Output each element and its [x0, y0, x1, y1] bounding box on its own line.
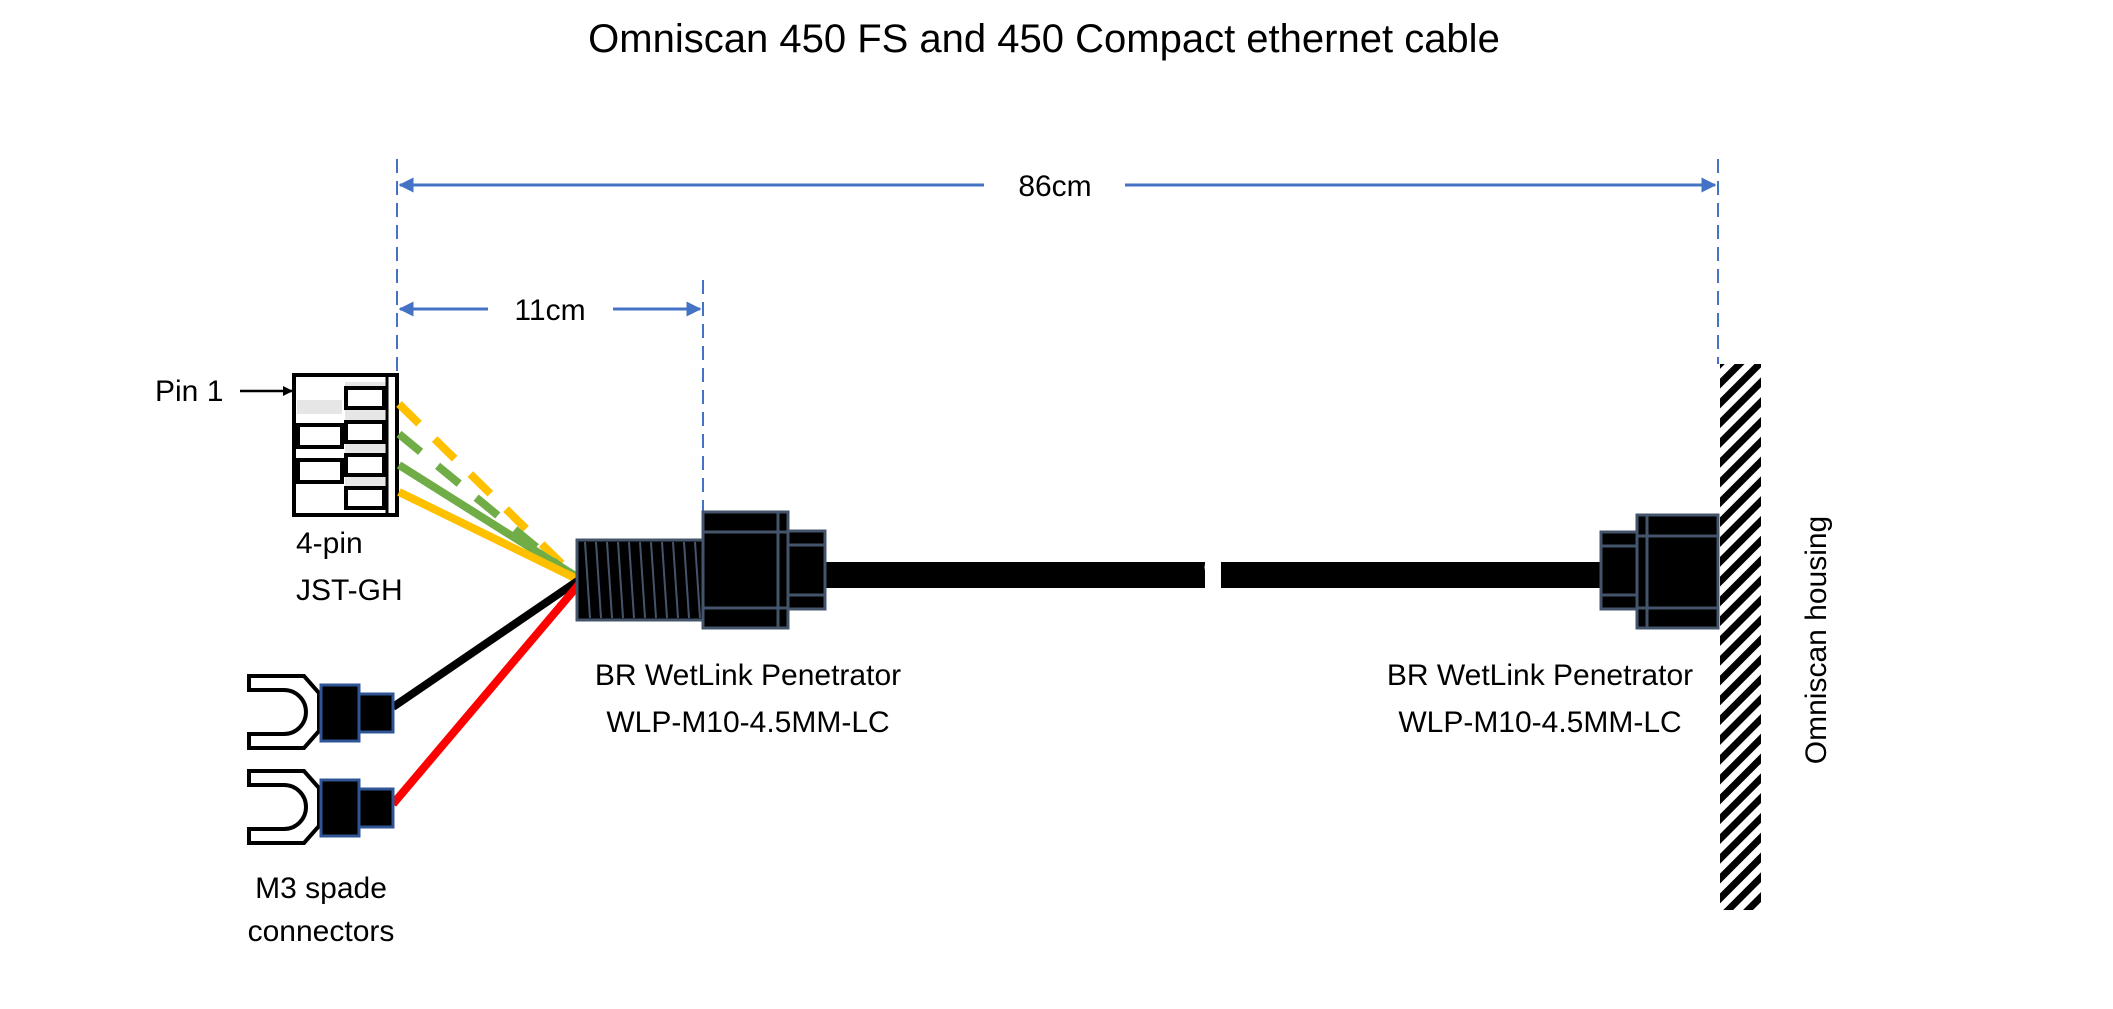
wire-red: [389, 580, 584, 807]
spade-label-line1: M3 spade: [255, 872, 387, 905]
dimension-overall-label: 86cm: [1018, 170, 1091, 203]
thread-line: [639, 541, 646, 619]
spade-connector-top: [247, 674, 395, 750]
thread-line: [661, 541, 668, 619]
penetrator-right: [1599, 513, 1720, 630]
thread-line: [617, 541, 624, 619]
wire-green: [396, 461, 580, 581]
wire-green-dashed: [396, 430, 573, 579]
penetrator-left-label-line1: BR WetLink Penetrator: [595, 659, 901, 692]
extension-lines: [396, 159, 1719, 512]
jst-gh-connector: [292, 373, 399, 517]
thread-line: [628, 541, 635, 619]
housing-label: Omniscan housing: [1800, 516, 1833, 764]
penetrator-left: [575, 510, 827, 630]
penetrator-left-label-line2: WLP-M10-4.5MM-LC: [606, 706, 889, 739]
housing-wall: [1720, 364, 1761, 910]
thread-line: [694, 541, 701, 619]
penetrator-right-label-line1: BR WetLink Penetrator: [1387, 659, 1693, 692]
jst-label-line2: JST-GH: [296, 574, 403, 607]
wire-black: [390, 576, 582, 711]
pin1-label: Pin 1: [155, 375, 223, 408]
penetrator-right-label-line2: WLP-M10-4.5MM-LC: [1398, 706, 1681, 739]
wire-yellow: [397, 488, 579, 583]
thread-line: [584, 541, 591, 619]
dimension-pigtail: 11cm: [398, 294, 702, 327]
thread-line: [683, 541, 690, 619]
wires: [389, 401, 584, 807]
cable: [820, 556, 1606, 594]
dimension-pigtail-label: 11cm: [514, 294, 585, 327]
jst-label-line1: 4-pin: [296, 527, 363, 560]
thread-line: [595, 541, 602, 619]
wire-yellow-dashed: [396, 401, 573, 575]
dimension-overall: 86cm: [398, 170, 1717, 203]
spade-connector-bottom: [247, 769, 395, 845]
spade-label-line2: connectors: [248, 915, 395, 948]
thread-line: [672, 541, 679, 619]
thread-line: [650, 541, 657, 619]
thread-line: [606, 541, 613, 619]
diagram-title: Omniscan 450 FS and 450 Compact ethernet…: [588, 17, 1500, 61]
